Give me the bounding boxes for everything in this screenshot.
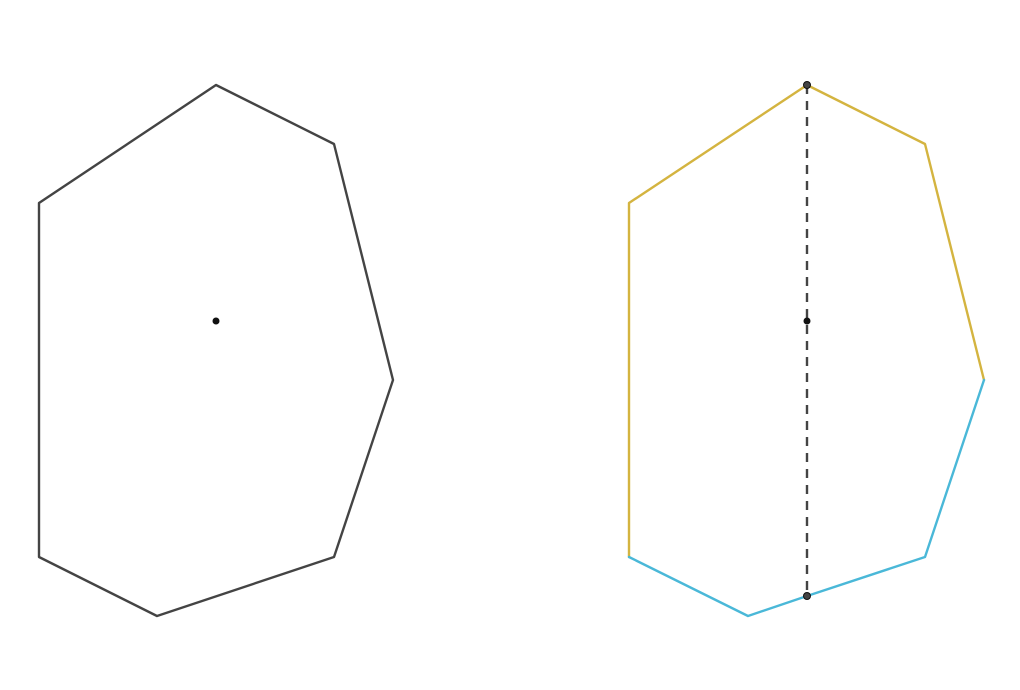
left-polygon-outline — [37, 83, 395, 618]
right-polygon-group — [627, 81, 986, 618]
left-center-point — [212, 317, 220, 325]
top-endpoint — [803, 81, 811, 89]
bottom-endpoint — [803, 592, 811, 600]
right-center-point — [803, 317, 811, 325]
lower-boundary-path — [627, 378, 986, 618]
left-polygon-group — [37, 83, 395, 618]
